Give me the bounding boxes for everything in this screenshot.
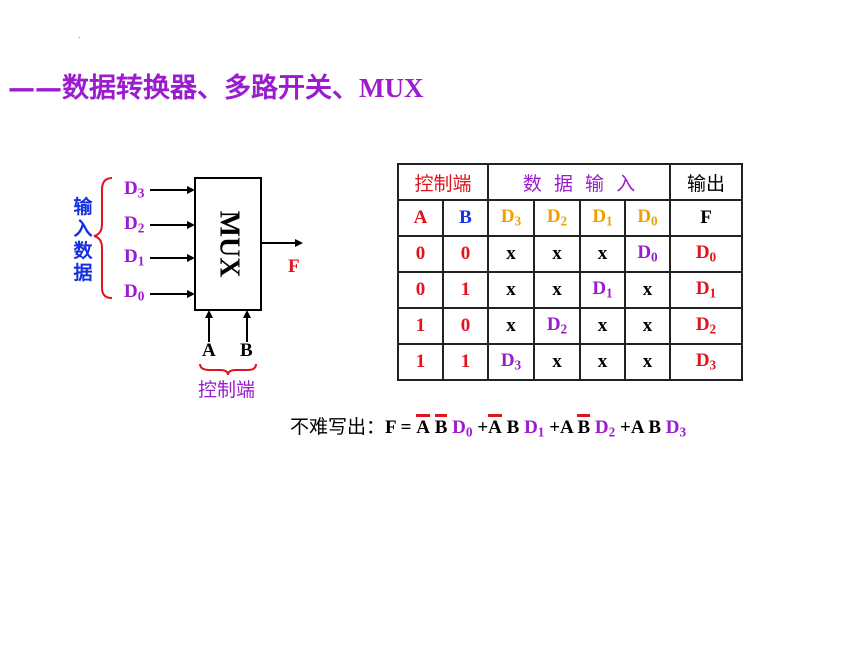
input-label-d1: D1 [124,246,145,269]
subheader-d0: D0 [624,199,672,237]
arrow-heads [187,186,303,318]
formula-term: A B D0 [416,414,473,440]
control-input-b: B [240,340,253,361]
term-d: D3 [665,417,687,440]
cell-d2: x [533,271,582,309]
input-label-d3: D3 [124,178,145,201]
cell-d3: x [487,307,536,345]
cell-d1: D1 [579,271,627,309]
title-latin: MUX [359,73,424,103]
mux-diagram: D3 D2 D1 D0 输 入 数 据 MUX F A B 控制端 [60,170,320,410]
cell-d1: x [579,343,627,381]
term-b: B [648,417,661,438]
mux-label-wrap: MUX [195,178,261,310]
subheader-d3: D3 [487,199,536,237]
term-d: D2 [594,417,616,440]
table-row: 0 0 x x x D0 D0 [397,235,744,273]
formula-prefix: 不难写出： [290,416,386,438]
cell-d0: x [624,307,672,345]
term-b: B [577,414,591,438]
cell-a: 0 [397,235,444,273]
cell-d3: x [487,271,536,309]
cell-d3: D3 [487,343,536,381]
input-brace [93,177,113,299]
header-control: 控制端 [396,163,490,201]
cell-f: D0 [669,235,744,273]
table-subheader-row: A B D3 D2 D1 D0 F [397,199,744,237]
mux-diagram-lines [93,177,303,376]
input-label-d2: D2 [124,213,145,236]
subheader-d2: D2 [533,199,582,237]
formula-lhs: F = [385,417,417,438]
cell-b: 0 [441,235,490,273]
cell-b: 0 [441,307,490,345]
term-b: B [506,417,520,438]
table-row: 0 1 x x D1 x D1 [397,271,744,309]
cell-a: 1 [397,343,444,381]
formula-term: +A B D2 [549,414,616,440]
cell-d2: x [533,235,582,273]
formula-term: +A B D1 [477,414,545,440]
subheader-b: B [441,199,490,237]
input-label-d0: D0 [124,281,145,304]
cell-d0: x [624,343,672,381]
cell-d2: D2 [533,307,582,345]
control-label: 控制端 [198,379,256,401]
cell-a: 1 [397,307,444,345]
mux-label: MUX [213,210,244,278]
input-arrows [150,189,296,342]
truth-table: 控制端 数 据 输 入 输出 A B D3 D2 D1 D0 F 0 0 x x… [396,163,744,381]
control-input-a: A [202,340,216,361]
header-data: 数 据 输 入 [487,163,672,201]
output-label: F [288,256,300,277]
slide-dot: . [78,30,81,41]
cell-b: 1 [441,343,490,381]
subheader-d1: D1 [579,199,627,237]
term-a: A [630,417,644,438]
term-d: D0 [452,417,473,440]
term-a: A [488,414,502,438]
formula-term: +A B D3 [620,417,687,440]
cell-d1: x [579,235,627,273]
table-row: 1 1 D3 x x x D3 [397,343,744,381]
subheader-a: A [397,199,444,237]
slide-title: ——数据转换器、多路开关、MUX [8,66,423,105]
cell-d1: x [579,307,627,345]
input-group-label: 输 入 数 据 [73,196,93,284]
cell-f: D2 [669,307,744,345]
cell-d2: x [533,343,582,381]
formula: 不难写出：F = A B D0 +A B D1 +A B D2 +A B D3 [290,412,686,440]
cell-b: 1 [441,271,490,309]
cell-d3: x [487,235,536,273]
term-a: A [560,417,573,438]
term-b: B [434,414,448,438]
cell-f: D1 [669,271,744,309]
cell-f: D3 [669,343,744,381]
cell-d0: x [624,271,672,309]
header-output: 输出 [669,163,744,201]
table-header-row: 控制端 数 据 输 入 输出 [396,163,744,201]
term-a: A [416,414,430,438]
table-row: 1 0 x D2 x x D2 [397,307,744,345]
term-d: D1 [524,417,545,440]
cell-a: 0 [397,271,444,309]
control-brace [199,363,257,376]
title-prefix: ——数据转换器、多路开关、 [8,73,359,104]
subheader-f: F [669,199,744,237]
cell-d0: D0 [624,235,672,273]
